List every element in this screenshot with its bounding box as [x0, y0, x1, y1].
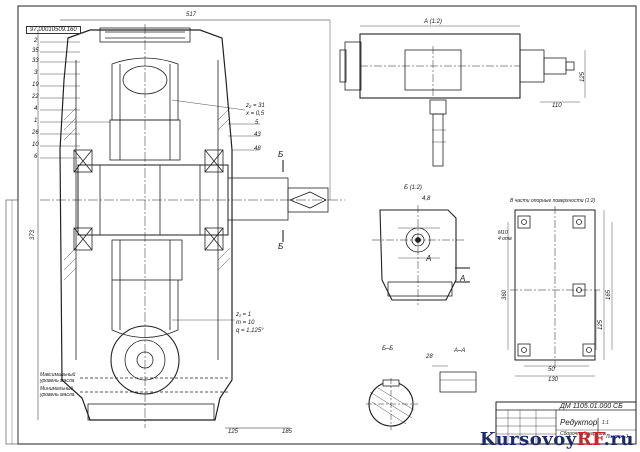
part-label: 43: [254, 132, 261, 138]
part-label: 26: [32, 130, 39, 136]
gear-param-upper: z₂ = 31: [246, 103, 265, 109]
dim-bottom-a: 125: [228, 429, 239, 435]
section-mark: А: [460, 274, 466, 283]
dim-bottom-b: 185: [282, 429, 293, 435]
gear-param-lower: m = 10: [236, 320, 255, 326]
part-label: 6: [34, 154, 38, 160]
watermark-main: Kursovoy: [479, 429, 577, 450]
view-title-section-aa: А–А: [454, 348, 466, 354]
dim-mount-h3: 360: [502, 289, 508, 300]
gear-param-lower: q = 1,125°: [236, 328, 264, 334]
dim-mount-w2: 130: [548, 377, 559, 383]
doc-designation: ДМ 1105.01.000 СБ: [560, 403, 623, 410]
section-mark: Б: [278, 242, 284, 251]
title-block: [495, 401, 637, 445]
dim-shaft-height: 28: [426, 354, 433, 360]
part-label: 4: [34, 106, 38, 112]
dim-height-left: 373: [30, 229, 36, 240]
part-label: 3: [34, 70, 38, 76]
part-label: 2: [34, 38, 38, 44]
gear-param-upper: x = 0,5: [246, 111, 265, 117]
hole-note: М10 4 отв: [498, 230, 512, 242]
view-title-section-bb: Б–Б: [382, 346, 394, 352]
top-view: [339, 25, 586, 167]
dim-top-width: 517: [186, 12, 197, 18]
watermark-accent: RF: [576, 429, 604, 450]
section-mark: Б: [278, 150, 284, 159]
dim-top-right-b: 110: [552, 103, 562, 109]
dim-top-right: 125: [580, 71, 586, 82]
section-bb-view: [366, 378, 418, 430]
doc-subtitle: Сборочный чертеж: [560, 431, 607, 437]
mounting-plan: [507, 206, 613, 377]
doc-title: Редуктор: [560, 418, 598, 427]
gear-param-lower: z₁ = 1: [236, 312, 252, 318]
part-label: 1: [34, 118, 38, 124]
section-aa-view: [432, 365, 477, 393]
section-mark: А: [426, 254, 432, 263]
section-b-view: [372, 205, 470, 305]
site-watermark: KursovoyRF.ru: [480, 429, 634, 450]
part-label: 5: [255, 120, 259, 126]
dim-mount-h2: 165: [606, 289, 612, 300]
doc-scale: 1:1: [602, 420, 609, 426]
dim-mount-w1: 50: [548, 367, 555, 373]
part-label: 35: [32, 48, 39, 54]
dim-key-width: 4,8: [422, 196, 431, 202]
oil-note-min: Минимальный уровень масла: [40, 386, 75, 398]
part-label: 48: [254, 146, 261, 152]
part-label: 33: [32, 58, 39, 64]
document-code: 97.00010509.160: [26, 26, 81, 34]
doc-sheet: Листов 1: [606, 434, 629, 440]
part-label: 10: [32, 142, 39, 148]
part-label: 22: [32, 94, 39, 100]
part-label: 19: [32, 82, 39, 88]
oil-note-max: Максимальный уровень масла: [40, 372, 76, 384]
view-title-section-b: Б (1:2): [404, 185, 422, 191]
view-title-top: А (1:2): [424, 19, 443, 25]
mounting-note: В части опорные поверхности (1:2): [510, 198, 596, 204]
dim-mount-h1: 125: [598, 319, 604, 330]
watermark-suffix: .ru: [603, 429, 634, 450]
main-section-view: [37, 19, 345, 429]
